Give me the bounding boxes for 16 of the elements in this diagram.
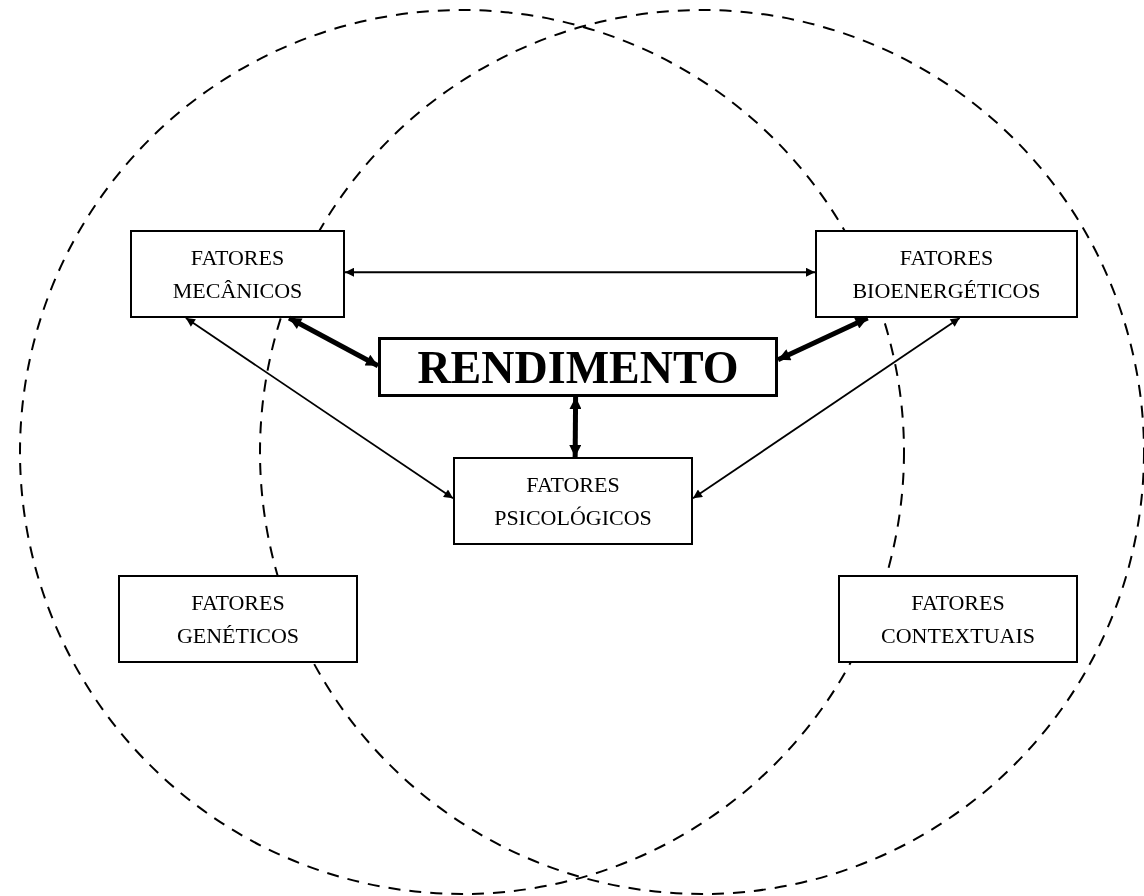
factor-box xyxy=(838,575,1078,663)
factor-box xyxy=(118,575,358,663)
node-label: FATORES CONTEXTUAIS xyxy=(880,589,1036,650)
node-label: FATORES BIOENERGÉTICOS xyxy=(851,244,1042,305)
node-label: RENDIMENTO xyxy=(416,340,740,395)
central-box xyxy=(378,337,778,397)
double-arrow xyxy=(692,317,961,500)
double-arrow xyxy=(344,267,816,277)
factor-box xyxy=(815,230,1078,318)
node-label: FATORES PSICOLÓGICOS xyxy=(493,471,653,532)
node-label: FATORES MECÂNICOS xyxy=(171,244,304,305)
node-label: FATORES GENÉTICOS xyxy=(175,589,301,650)
factor-box xyxy=(453,457,693,545)
double-arrow xyxy=(569,397,582,457)
double-arrow xyxy=(185,317,454,500)
factor-box xyxy=(130,230,345,318)
